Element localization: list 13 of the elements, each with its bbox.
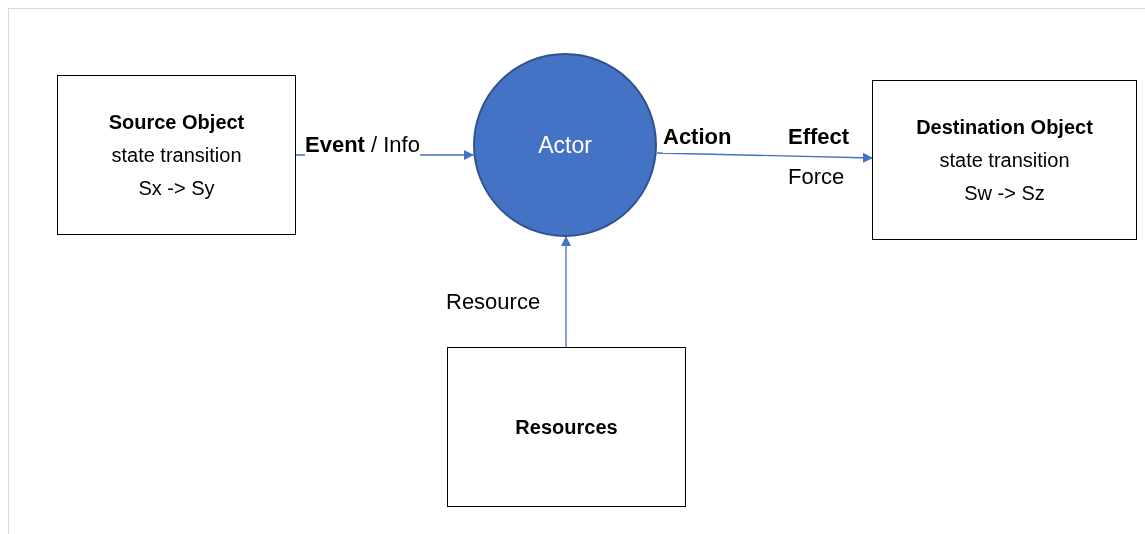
label-text: Force xyxy=(788,163,845,191)
box-title: Resources xyxy=(514,414,619,440)
box-text: state transition Sx -> Sy xyxy=(110,142,243,201)
arrow xyxy=(656,152,873,163)
object-box xyxy=(872,80,1137,240)
box-text: state transition Sw -> Sz xyxy=(938,147,1071,206)
box-title: Source Object xyxy=(107,109,246,135)
object-box xyxy=(57,75,296,235)
object-box xyxy=(447,347,686,507)
arrow xyxy=(561,236,571,348)
node-label: Actor xyxy=(537,130,593,160)
label-text: Effect xyxy=(788,123,850,151)
box-title: Destination Object xyxy=(915,114,1094,140)
